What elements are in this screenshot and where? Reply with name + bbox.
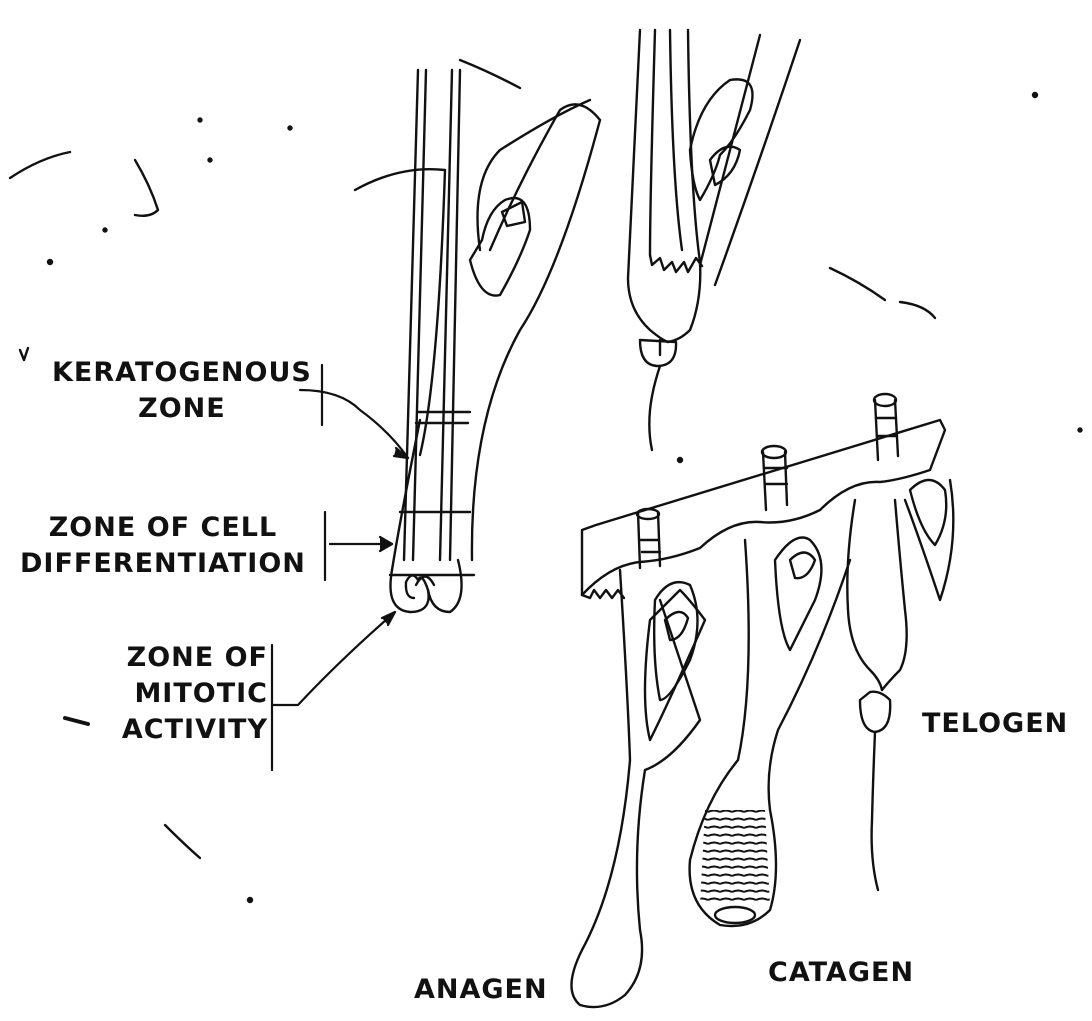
mitotic-activity-zone-label: ZONE OF MITOTIC ACTIVITY	[100, 640, 268, 748]
keratogenous-line-1: KERATOGENOUS	[52, 355, 312, 391]
hair-shaft-3	[875, 400, 898, 460]
telogen-label: TELOGEN	[922, 706, 1068, 742]
mitotic-line-3: ACTIVITY	[100, 712, 268, 748]
catagen-label: CATAGEN	[768, 955, 914, 991]
follicle-section	[355, 70, 600, 612]
telogen-follicle-top	[628, 30, 800, 450]
differentiation-line-1: ZONE OF CELL	[20, 510, 306, 546]
anagen-label: ANAGEN	[414, 972, 548, 1008]
mitotic-line-2: MITOTIC	[100, 676, 268, 712]
cell-differentiation-zone-label: ZONE OF CELL DIFFERENTIATION	[20, 510, 306, 582]
follicle-stages-block	[571, 394, 953, 1007]
mitotic-line-1: ZONE OF	[100, 640, 268, 676]
differentiation-line-2: DIFFERENTIATION	[20, 546, 306, 582]
keratogenous-line-2: ZONE	[52, 391, 312, 427]
keratogenous-zone-label: KERATOGENOUS ZONE	[52, 355, 312, 427]
hair-shaft-2	[763, 452, 787, 510]
